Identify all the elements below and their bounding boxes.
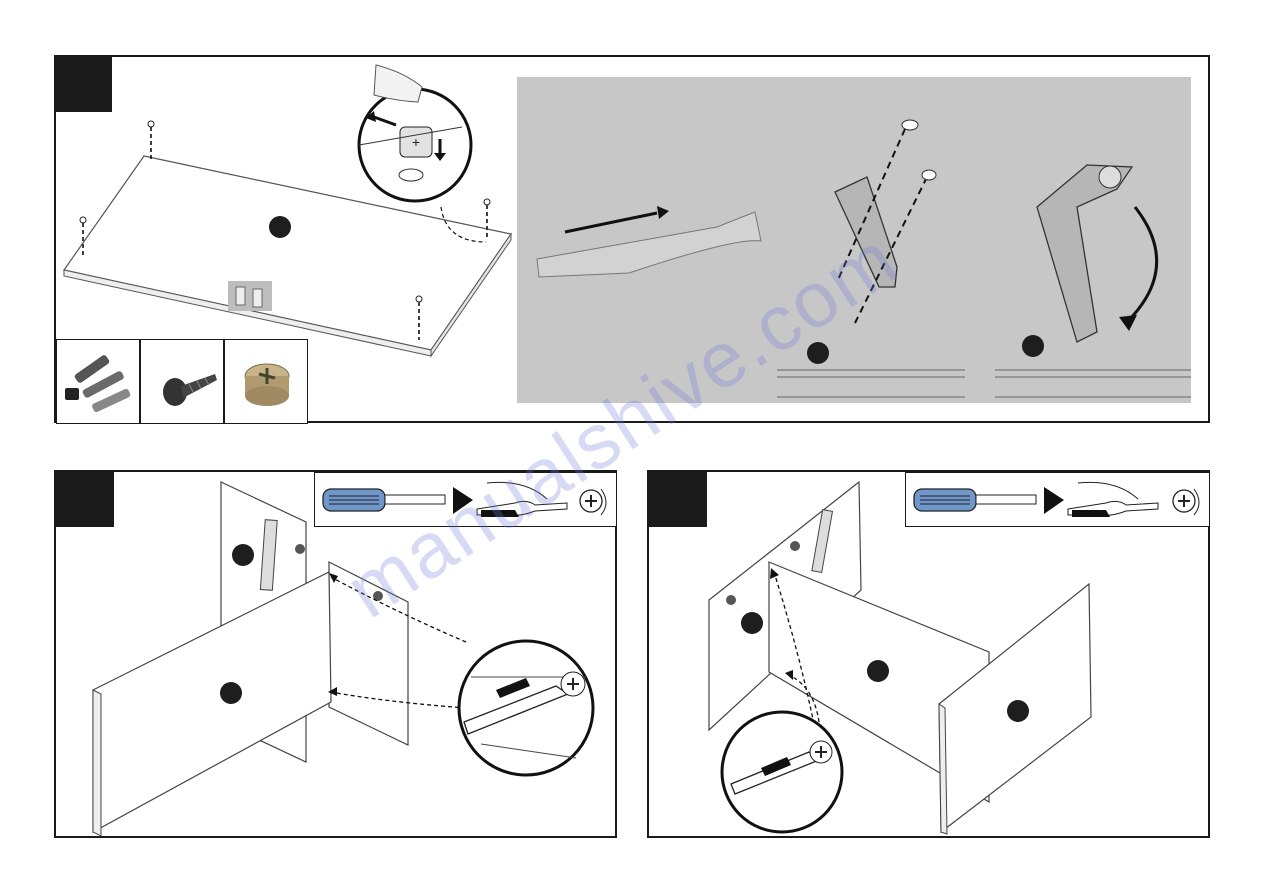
hardware-row — [56, 339, 308, 424]
part-number-dot — [220, 682, 242, 704]
part-number-dot — [1007, 700, 1029, 722]
carcass-assembly-right — [649, 472, 1212, 840]
screw-icon — [140, 339, 224, 424]
cam-lock-icon — [224, 339, 308, 424]
cam-lock-zoom: + — [56, 57, 526, 257]
plastic-connector-icon — [56, 339, 140, 424]
part-number-dot — [741, 612, 763, 634]
step-3-panel — [647, 470, 1210, 838]
part-number-dot — [1022, 335, 1044, 357]
svg-text:+: + — [412, 134, 420, 150]
part-number-dot — [867, 660, 889, 682]
part-number-dot — [232, 544, 254, 566]
